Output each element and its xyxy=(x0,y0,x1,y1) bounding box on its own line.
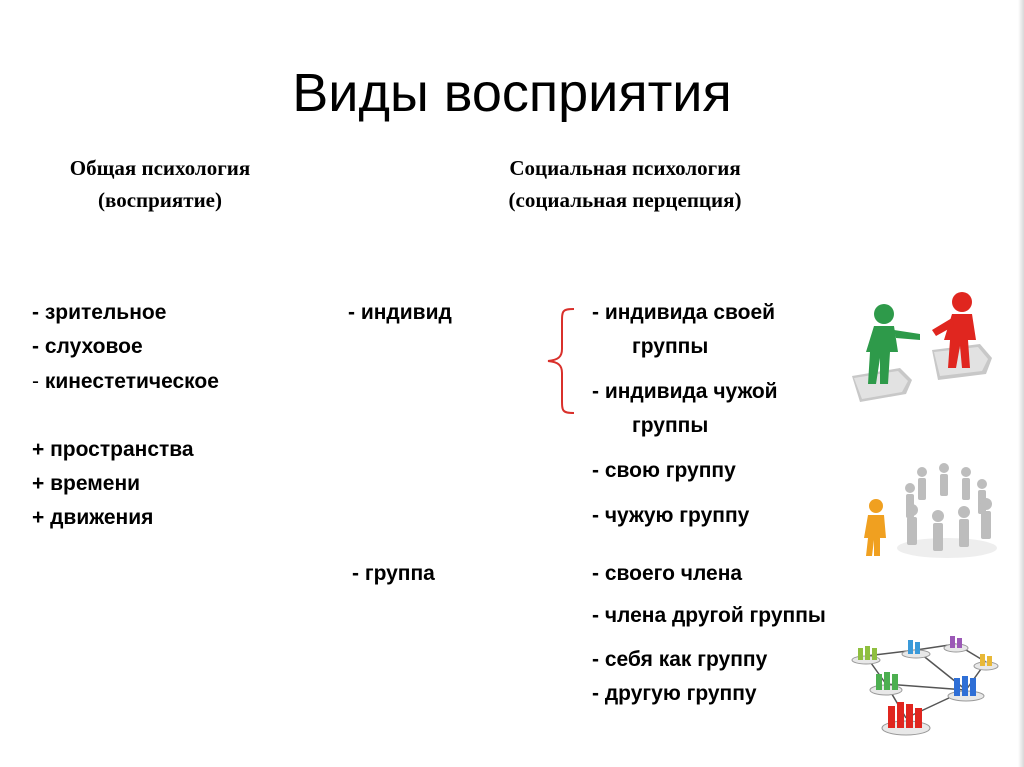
heading-line: (восприятие) xyxy=(98,188,222,212)
general-psychology-heading: Общая психология (восприятие) xyxy=(20,152,300,216)
network-groups-icon xyxy=(851,636,999,736)
type-kinesthetic: - кинестетическое xyxy=(32,366,219,398)
object-self-as-group: - себя как группу xyxy=(592,648,768,671)
edge-shadow xyxy=(1018,0,1024,767)
plus-space: + пространства xyxy=(32,438,194,461)
dash: - xyxy=(32,370,45,393)
plus-motion: + движения xyxy=(32,506,154,529)
type-visual: - зрительное xyxy=(32,301,167,324)
subject-group: - группа xyxy=(352,562,435,585)
heading-line: Социальная психология xyxy=(509,156,741,180)
type-auditory: - слуховое xyxy=(32,335,143,358)
heading-line: (социальная перцепция) xyxy=(508,188,742,212)
heading-line: Общая психология xyxy=(69,156,251,180)
object-own-member: - своего члена xyxy=(592,562,743,585)
object-own-group-individual: - индивида своей xyxy=(592,301,776,324)
brace-icon xyxy=(547,308,575,414)
object-other-group: - чужую группу xyxy=(592,504,750,527)
plus-time: + времени xyxy=(32,472,141,495)
type-kinesthetic-label: кинестетическое xyxy=(44,370,219,393)
object-other-group-individual-cont: группы xyxy=(632,414,709,437)
object-other-group-member: - члена другой группы xyxy=(592,604,826,627)
object-own-group-individual-cont: группы xyxy=(632,335,709,358)
group-circle-icon xyxy=(864,463,997,558)
page-title: Виды восприятия xyxy=(292,63,732,123)
two-figures-puzzle-icon xyxy=(852,292,992,402)
object-another-group: - другую группу xyxy=(592,682,757,705)
object-own-group: - свою группу xyxy=(592,459,736,482)
object-other-group-individual: - индивида чужой xyxy=(592,380,778,403)
social-psychology-heading: Социальная психология (социальная перцеп… xyxy=(450,152,800,216)
subject-individual: - индивид xyxy=(348,301,452,324)
